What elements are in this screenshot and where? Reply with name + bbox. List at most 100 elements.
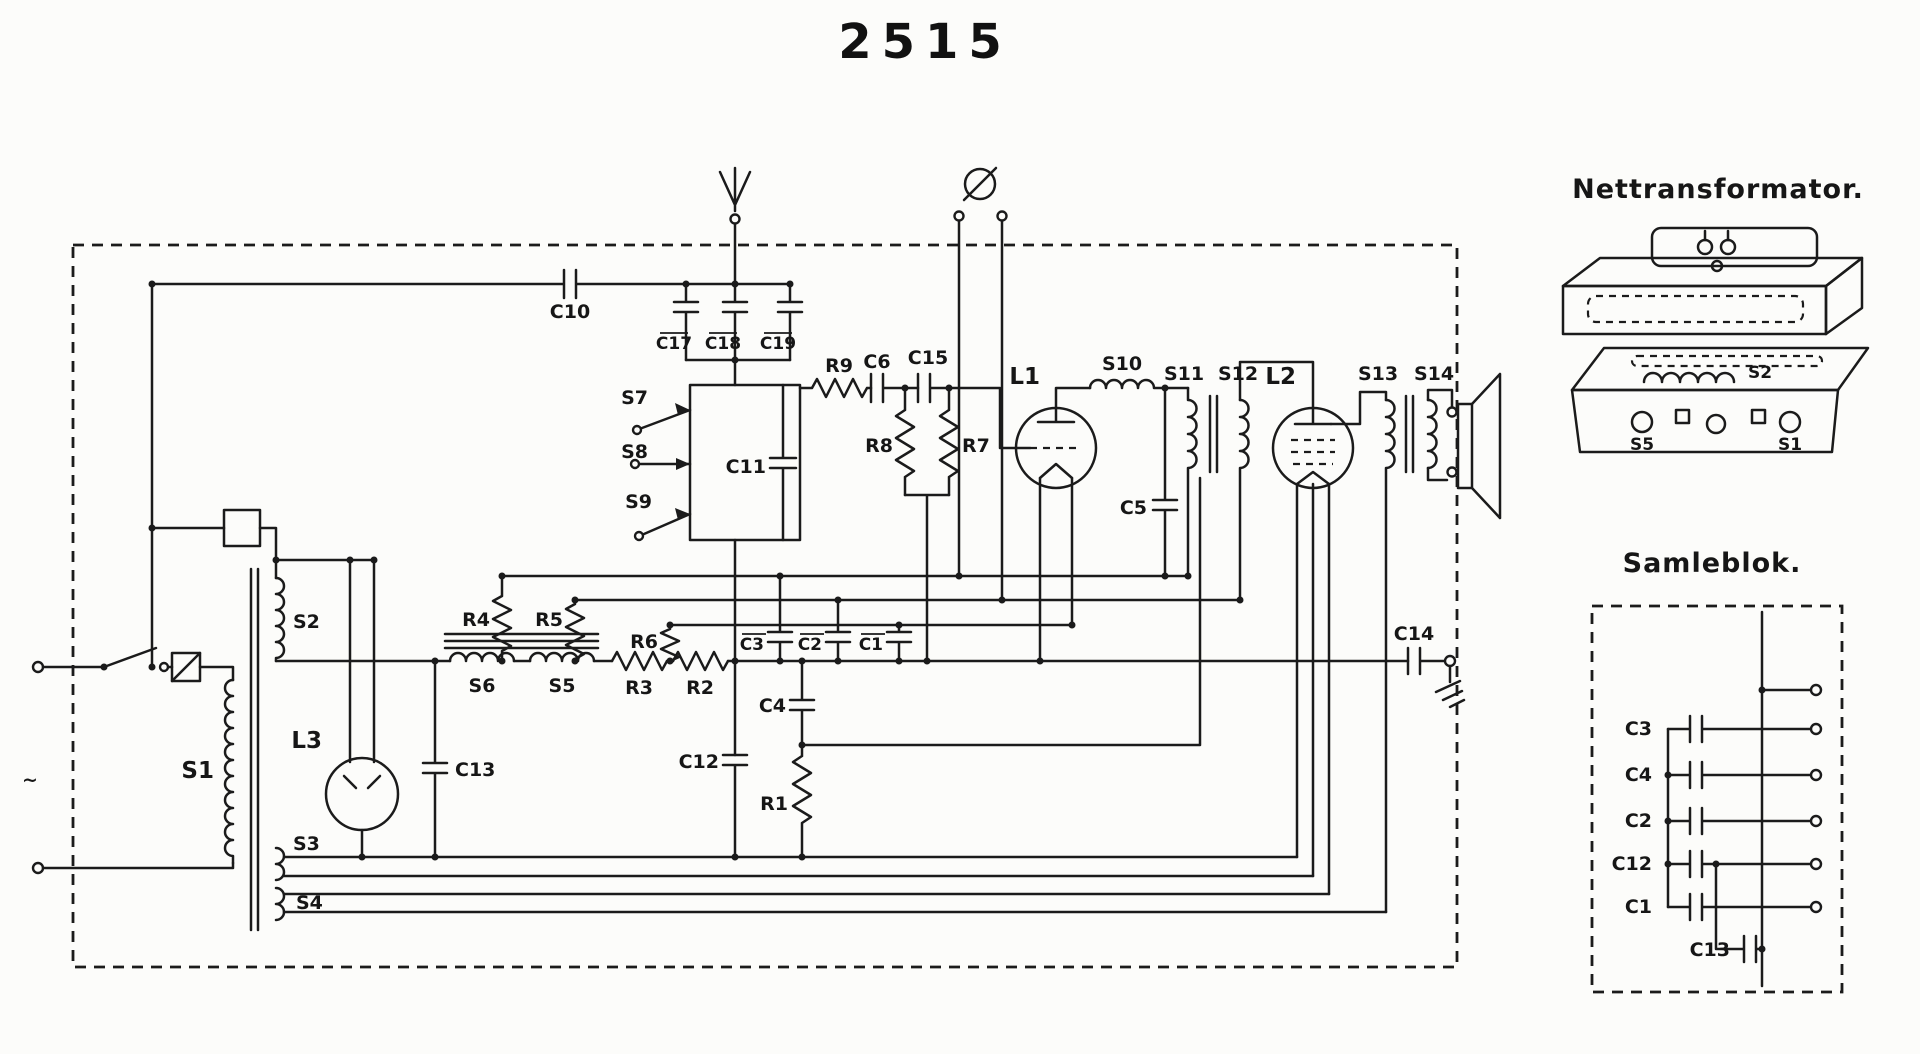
label-c3: C3 — [740, 635, 764, 655]
output-transformer: S13 S14 — [1358, 363, 1458, 914]
samleblok-panel: Samleblok. C3 C4 C2 C12 C1 C13 — [1590, 548, 1844, 994]
main-bus: S6 S5 R3 R2 — [274, 632, 1410, 699]
label-s11: S11 — [1164, 363, 1204, 385]
label-s12: S12 — [1218, 363, 1258, 385]
label-l3: L3 — [291, 728, 322, 754]
label-r3: R3 — [625, 677, 653, 699]
winding-s12 — [1238, 398, 1250, 602]
capacitor-c4: C4 — [759, 659, 816, 747]
label-c12: C12 — [679, 751, 719, 773]
label-s6: S6 — [469, 675, 496, 697]
capacitor-c6 — [869, 372, 920, 404]
capacitor-c10: C10 — [150, 268, 792, 323]
resistor-r1: R1 — [760, 743, 813, 859]
capacitor-c11 — [768, 383, 798, 542]
bandswitch-block: C11 S7 S8 S9 — [621, 383, 802, 757]
power-switch-blade — [102, 646, 158, 669]
label-c14: C14 — [1394, 623, 1434, 645]
label-r8: R8 — [865, 435, 893, 457]
label-s13: S13 — [1358, 363, 1398, 385]
samleblok-label-c3: C3 — [1625, 718, 1652, 740]
label-l1: L1 — [1009, 364, 1040, 390]
tube-l2: L2 — [1265, 364, 1388, 896]
avc-wire — [800, 476, 1202, 747]
winding-s3 — [274, 846, 286, 882]
label-s1: S1 — [181, 758, 214, 784]
coupling-box — [222, 508, 262, 548]
samleblok-title: Samleblok. — [1623, 548, 1802, 579]
resistor-r8 — [894, 386, 916, 497]
signal-wires — [500, 574, 1242, 627]
label-c2: C2 — [798, 635, 822, 655]
ac-symbol: ~ — [22, 769, 38, 791]
capacitor-c1: C1 — [859, 623, 913, 663]
label-s2: S2 — [293, 611, 320, 633]
capacitor-c3: C3 — [740, 574, 794, 663]
nettransformator-title: Nettransformator. — [1572, 174, 1864, 205]
label-s9: S9 — [625, 491, 652, 513]
nettransformator-terminal-2: S5 — [1630, 435, 1654, 455]
capacitors-c17-c18-c19: C17 C18 C19 — [656, 282, 804, 387]
capacitor-c2: C2 — [798, 598, 852, 663]
winding-s4 — [274, 886, 286, 922]
resistor-r7 — [938, 386, 960, 497]
page-title: 2515 — [838, 14, 1012, 70]
lower-wires — [282, 855, 1388, 914]
samleblok-border — [1590, 604, 1844, 994]
capacitor-c13: C13 — [421, 659, 495, 859]
nettransformator-panel: Nettransformator. S2 S5 S1 — [1561, 174, 1870, 455]
junction-dots — [100, 280, 1244, 861]
core-line — [1404, 394, 1415, 474]
label-r9: R9 — [825, 355, 853, 377]
label-c1: C1 — [859, 635, 883, 655]
label-c11: C11 — [726, 456, 766, 478]
capacitor-c14: C14 — [1394, 623, 1446, 676]
main-schematic-border — [71, 243, 1459, 969]
samleblok-label-c12: C12 — [1612, 853, 1652, 875]
label-c10: C10 — [550, 301, 590, 323]
winding-s11 — [1186, 386, 1198, 578]
winding-s1 — [223, 678, 235, 865]
coil-s10: S10 — [1088, 353, 1190, 390]
label-s4: S4 — [296, 892, 323, 914]
samleblok-label-c1: C1 — [1625, 896, 1652, 918]
label-c4: C4 — [759, 695, 786, 717]
label-r2: R2 — [686, 677, 714, 699]
capacitor-c12: C12 — [679, 751, 749, 859]
resistor-r2 — [671, 650, 730, 672]
label-c19: C19 — [760, 334, 796, 354]
nettransformator-terminal-1: S2 — [1748, 363, 1772, 383]
label-c18: C18 — [705, 334, 741, 354]
nettransformator-terminal-3: S1 — [1778, 435, 1802, 455]
label-r7: R7 — [962, 435, 990, 457]
coupling-network: R9 C6 C15 R8 R7 — [798, 347, 1018, 663]
label-c17: C17 — [656, 334, 692, 354]
label-r1: R1 — [760, 793, 788, 815]
label-s8: S8 — [621, 441, 648, 463]
nettransformator-drawing: S2 S5 S1 — [1561, 226, 1870, 455]
antenna-symbol — [718, 166, 752, 286]
label-c6: C6 — [863, 351, 890, 373]
label-s7: S7 — [621, 387, 648, 409]
label-s5: S5 — [549, 675, 576, 697]
samleblok-label-c13: C13 — [1690, 939, 1730, 961]
label-s10: S10 — [1102, 353, 1142, 375]
label-s3: S3 — [293, 833, 320, 855]
mains-input: ~ — [22, 646, 235, 875]
capacitor-c15 — [916, 372, 1018, 450]
speaker-icon — [1456, 372, 1502, 520]
winding-s13 — [1384, 398, 1396, 914]
winding-s2 — [274, 576, 286, 663]
left-bus — [150, 282, 376, 764]
ground-symbol — [1434, 654, 1466, 709]
label-c13: C13 — [455, 759, 495, 781]
resistor-r9 — [798, 377, 873, 399]
tube-l3: L3 — [291, 728, 400, 859]
tube-l1: L1 — [1009, 364, 1098, 663]
resistor-r3 — [610, 650, 669, 672]
pickup-input — [953, 166, 1008, 602]
winding-s14 — [1426, 398, 1438, 470]
core-line — [1208, 394, 1219, 474]
capacitor-c5: C5 — [1120, 386, 1179, 578]
